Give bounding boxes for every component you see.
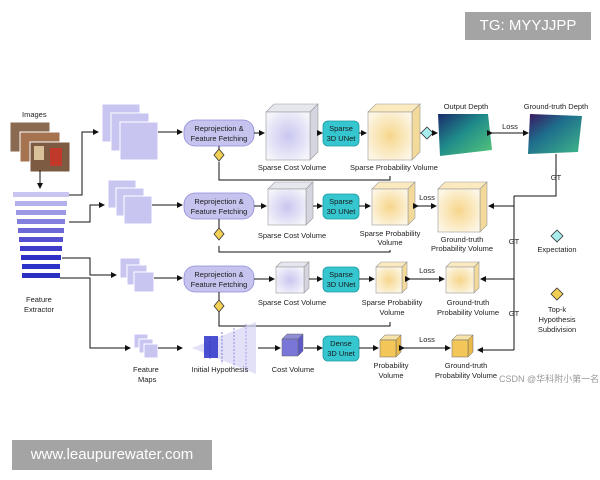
sparse-cost-volume-2 [267,181,314,226]
probability-volume [379,334,402,358]
sparse-cost-volume-label-1: Sparse Cost Volume [258,163,326,172]
svg-text:Reprojection &: Reprojection & [194,270,243,279]
gt-prob-volume-label-2b: Probability Volume [431,244,493,253]
feature-maps-label-2: Maps [138,375,157,384]
gt-depth-label: Ground-truth Depth [524,102,589,111]
svg-text:Feature Fetching: Feature Fetching [191,280,248,289]
sparse-prob-volume-label-3a: Sparse Probability [362,298,423,307]
gt-depth-image [528,114,582,154]
sparse-probability-volume-1 [367,103,421,161]
initial-hypothesis-frustum [192,322,256,374]
sparse-cost-volume-1 [265,103,319,161]
gt-prob-volume-label-4a: Ground-truth [445,361,488,370]
sparse-cost-volume-3 [275,261,310,294]
svg-text:Dense: Dense [330,339,352,348]
gt-prob-volume-label-2a: Ground-truth [441,235,484,244]
images-label: Images [22,110,47,119]
feature-maps-label: Feature [133,365,159,374]
sparse-prob-volume-label-1: Sparse Probability Volume [350,163,438,172]
gt-probability-volume-3 [445,261,480,294]
output-depth-label: Output Depth [444,102,489,111]
legend-expectation-diamond [550,229,564,243]
topk-diamond-1 [213,148,225,162]
svg-text:3D UNet: 3D UNet [327,207,357,216]
gt-probability-volume-2 [437,181,488,233]
cost-volume-label: Cost Volume [272,365,315,374]
sparse-unet-3: Sparse 3D UNet [322,266,360,293]
sparse-prob-volume-label-2a: Sparse Probability [360,229,421,238]
legend-expectation-label: Expectation [537,245,576,254]
gt-prob-volume-label-4b: Probability Volume [435,371,497,380]
svg-text:Feature Fetching: Feature Fetching [191,207,248,216]
loss-label-2: Loss [419,193,435,202]
sparse-probability-volume-2 [371,181,416,226]
svg-text:3D UNet: 3D UNet [327,134,357,143]
watermark-bottom: www.leaupurewater.com [12,440,212,470]
legend-topk-label-1: Top-k [548,305,567,314]
loss-label-4: Loss [419,335,435,344]
legend-topk-label-3: Subdivision [538,325,576,334]
watermark-top: TG: MYYJJPP [465,12,591,40]
expectation-diamond [420,126,434,140]
probability-volume-label-a: Probability [373,361,408,370]
sparse-unet-1: Sparse 3D UNet [322,120,360,147]
feature-maps-level-4 [133,333,159,359]
watermark-csdn: CSDN @华科附小第一名 [499,374,600,384]
topk-diamond-2 [213,227,225,241]
output-depth-image [438,114,492,156]
dense-unet: Dense 3D Unet [322,335,360,362]
reprojection-box-3: Reprojection & Feature Fetching [183,265,255,293]
gt-label-2: GT [509,237,520,246]
svg-text:Reprojection &: Reprojection & [194,197,243,206]
legend-topk-diamond [550,287,564,301]
gt-prob-volume-label-3a: Ground-truth [447,298,490,307]
gt-prob-volume-label-3b: Probability Volume [437,308,499,317]
loss-label-3: Loss [419,266,435,275]
feature-extractor-label: Feature [26,295,52,304]
legend-topk-label-2: Hypothesis [538,315,575,324]
sparse-unet-2: Sparse 3D UNet [322,193,360,220]
loss-label-1: Loss [502,122,518,131]
sparse-cost-volume-label-3: Sparse Cost Volume [258,298,326,307]
svg-text:Sparse: Sparse [329,270,353,279]
cost-volume [281,333,304,357]
svg-text:3D UNet: 3D UNet [327,280,357,289]
svg-text:3D Unet: 3D Unet [327,349,355,358]
feature-extractor-label-2: Extractor [24,305,55,314]
topk-diamond-3 [213,299,225,313]
sparse-prob-volume-label-3b: Volume [379,308,404,317]
sparse-cost-volume-label-2: Sparse Cost Volume [258,231,326,240]
gt-label-3: GT [509,309,520,318]
svg-text:Sparse: Sparse [329,197,353,206]
input-images [9,121,71,173]
reprojection-box-2: Reprojection & Feature Fetching [183,192,255,220]
sparse-probability-volume-3 [375,261,408,294]
feature-maps-level-1 [101,103,159,161]
svg-text:Sparse: Sparse [329,124,353,133]
sparse-prob-volume-label-2b: Volume [377,238,402,247]
feature-extractor-icon [13,192,69,278]
feature-maps-level-2 [107,179,153,225]
svg-text:Feature Fetching: Feature Fetching [191,134,248,143]
svg-text:Reprojection &: Reprojection & [194,124,243,133]
reprojection-box-1: Reprojection & Feature Fetching [183,119,255,147]
initial-hypothesis-label: Initial Hypothesis [192,365,249,374]
gt-label-1: GT [551,173,562,182]
gt-probability-volume-4 [451,334,474,358]
feature-maps-level-3 [119,257,155,293]
probability-volume-label-b: Volume [378,371,403,380]
